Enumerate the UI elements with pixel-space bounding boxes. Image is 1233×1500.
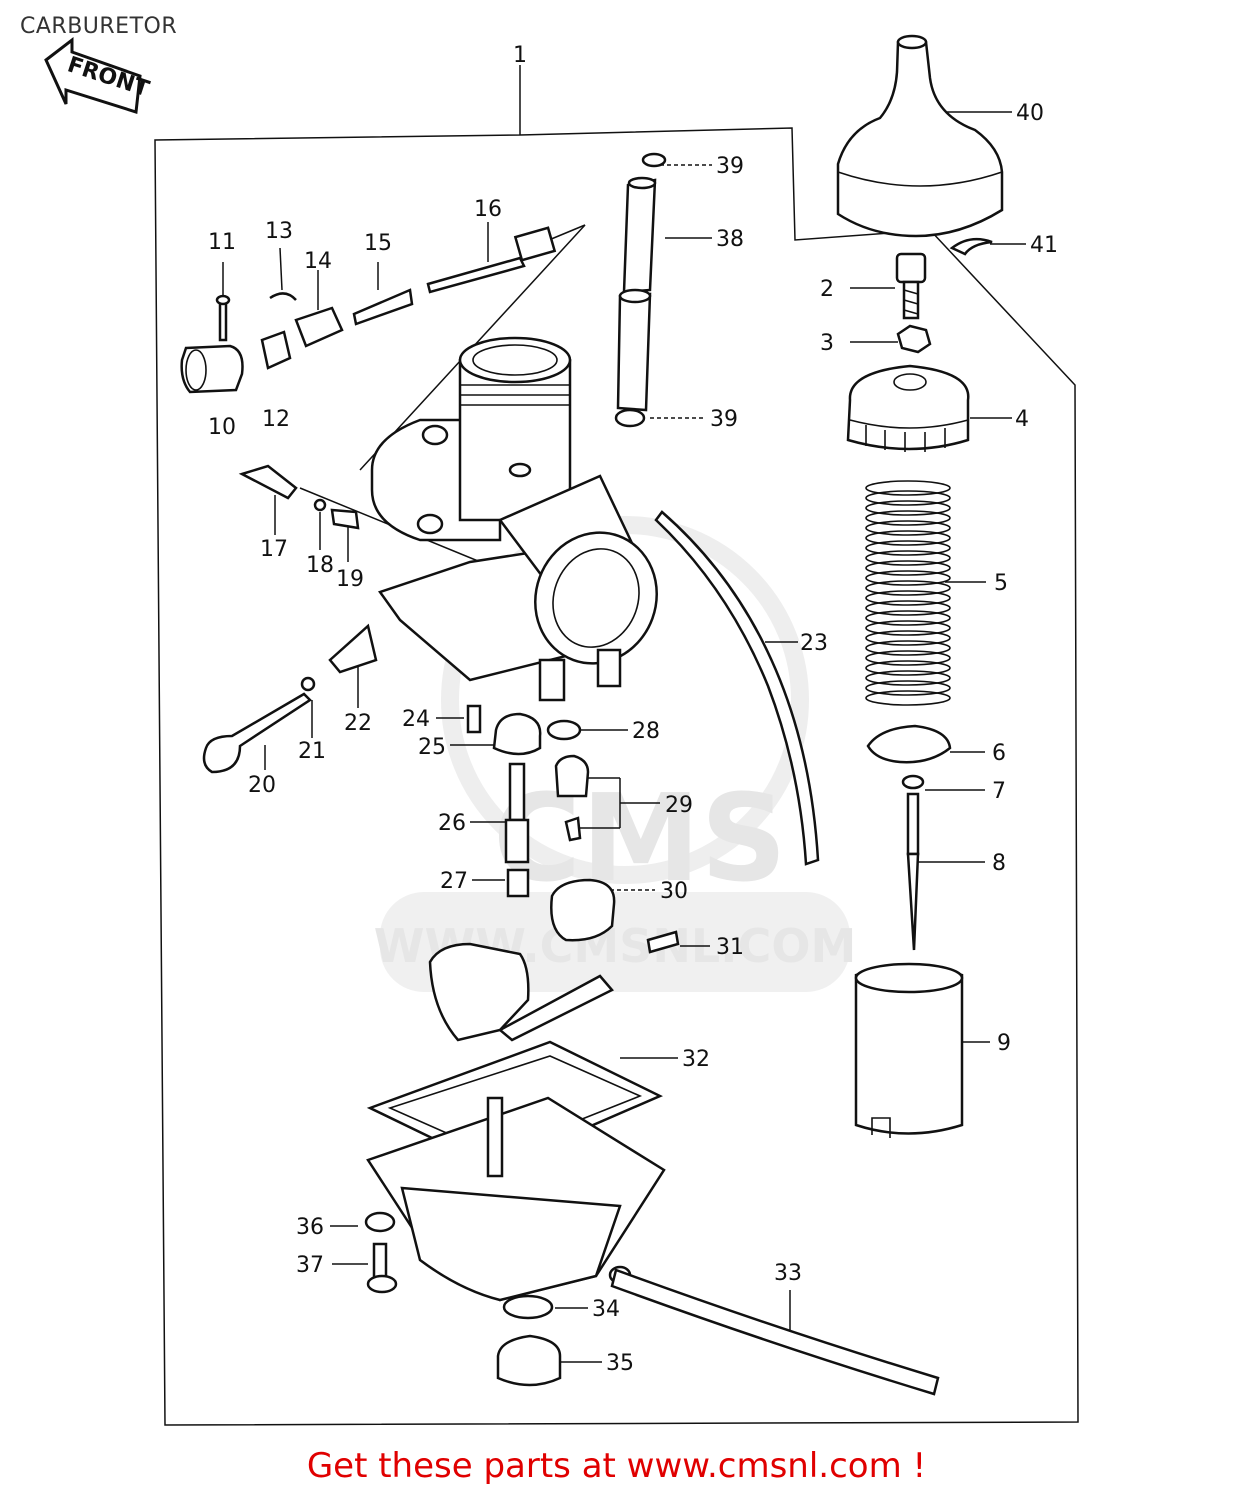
callout-9: 9 [997,1031,1011,1056]
callout-35: 35 [606,1351,634,1376]
front-arrow: FRONT [44,36,152,114]
callout-27: 27 [440,869,468,894]
spring-coil [865,600,951,616]
spring-coil [865,610,951,626]
spring-coil [865,540,951,556]
callout-11: 11 [208,230,236,255]
nut-part [896,324,932,354]
dust-boot-part [836,34,1004,238]
callout-26: 26 [438,811,466,836]
callout-40: 40 [1016,101,1044,126]
callout-18: 18 [306,553,334,578]
callout-22: 22 [344,711,372,736]
callout-24: 24 [402,707,430,732]
callout-20: 20 [248,773,276,798]
spring-coil [865,620,951,636]
callout-17: 17 [260,537,288,562]
callout-2: 2 [820,277,834,302]
spring-coil [865,670,951,686]
callout-38: 38 [716,227,744,252]
callout-12: 12 [262,407,290,432]
callout-30: 30 [660,879,688,904]
callout-13: 13 [265,219,293,244]
spring-coil [865,490,951,506]
callout-32: 32 [682,1047,710,1072]
spring-coil [865,550,951,566]
overflow-tube-part [654,510,820,866]
needle-plate-part [866,724,952,764]
page-title: CARBURETOR [20,14,178,39]
spring-coil [865,640,951,656]
callout-33: 33 [774,1261,802,1286]
callout-39-bottom: 39 [710,407,738,432]
clip-part [949,237,993,256]
spring-coil [865,650,951,666]
spring-coil [865,690,951,706]
spring-coil [865,590,951,606]
float-bowl-part [366,1040,666,1302]
starter-plunger-group [180,226,557,394]
callout-28: 28 [632,719,660,744]
spring-coil [865,520,951,536]
callout-37: 37 [296,1253,324,1278]
jet-needle-part [906,792,920,951]
vent-tube-part [614,152,667,428]
callout-19: 19 [336,567,364,592]
spring-coil [865,510,951,526]
callout-5: 5 [994,571,1008,596]
watermark-logo: CMS [493,770,787,909]
spring-coil [865,480,951,496]
spring-coil [865,570,951,586]
callout-labels: 1 2 3 4 5 6 7 8 9 10 11 12 13 14 15 16 1… [208,43,1058,1376]
callout-29: 29 [665,793,693,818]
top-cap-part [846,364,970,452]
callout-8: 8 [992,851,1006,876]
callout-41: 41 [1030,233,1058,258]
throttle-spring-part [865,480,951,706]
jets-and-floats-group [428,704,680,1042]
callout-4: 4 [1015,407,1029,432]
callout-7: 7 [992,779,1006,804]
callout-15: 15 [364,231,392,256]
e-clip-part [901,774,925,790]
throttle-valve-part [854,962,964,1138]
callout-3: 3 [820,331,834,356]
callout-10: 10 [208,415,236,440]
callout-14: 14 [304,249,332,274]
callout-25: 25 [418,735,446,760]
spring-coil [865,580,951,596]
adjuster-part [895,252,927,320]
callout-1: 1 [513,43,527,68]
drain-plug-group [364,1211,562,1387]
callout-36: 36 [296,1215,324,1240]
spring-coil [865,680,951,696]
spring-coil [865,630,951,646]
spring-coil [865,500,951,516]
callout-21: 21 [298,739,326,764]
callout-34: 34 [592,1297,620,1322]
carburetor-body-part [370,336,658,702]
screws-and-springs-group [202,464,378,774]
callout-6: 6 [992,741,1006,766]
callout-16: 16 [474,197,502,222]
callout-23: 23 [800,631,828,656]
footer-promo-link[interactable]: Get these parts at www.cmsnl.com ! [306,1446,927,1486]
callout-31: 31 [716,935,744,960]
spring-coil [865,560,951,576]
drain-tube-part [610,1268,940,1396]
assembly-frame [154,127,1079,1426]
callout-39-top: 39 [716,154,744,179]
spring-coil [865,660,951,676]
spring-coil [865,530,951,546]
